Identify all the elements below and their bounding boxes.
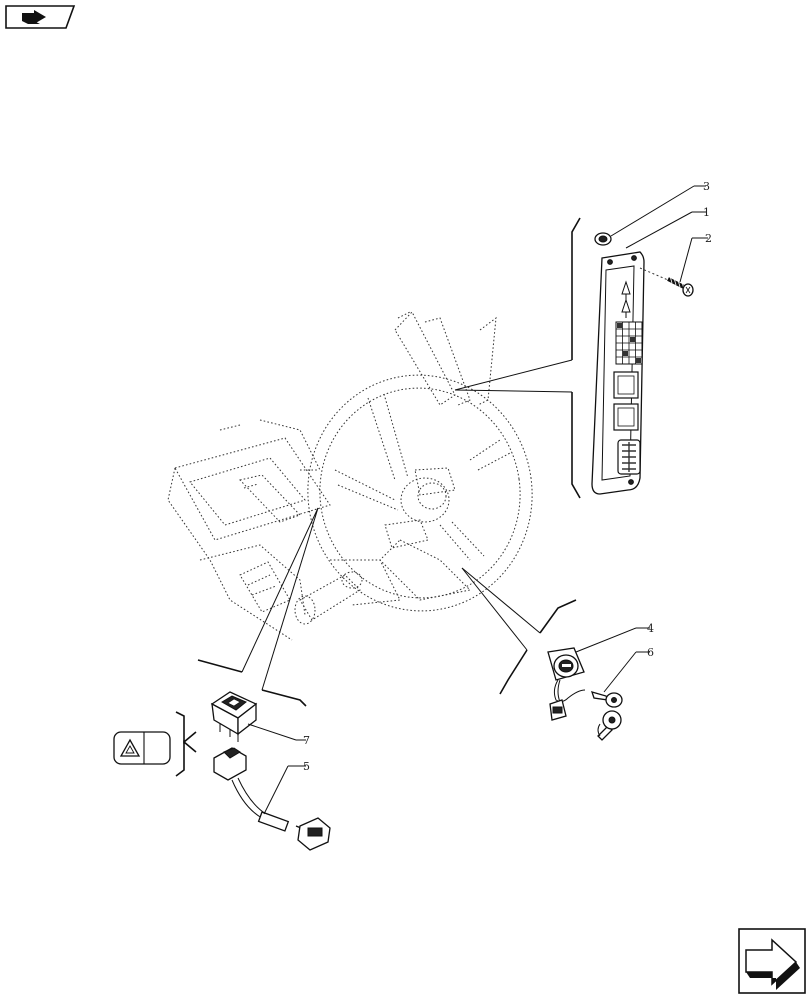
callout-4: 4 (647, 622, 654, 635)
callout-2: 2 (705, 232, 712, 245)
callout-leaders (247, 185, 708, 815)
nut-part (594, 232, 612, 246)
callout-6: 6 (647, 646, 654, 659)
callout-1: 1 (703, 206, 710, 219)
key-group-bracket (499, 599, 577, 695)
hazard-group-bracket (197, 659, 307, 707)
callout-7: 7 (303, 734, 310, 747)
next-page-button[interactable] (738, 928, 806, 994)
indicator-grid (615, 321, 643, 365)
connector-block (617, 439, 641, 475)
callout-5: 5 (303, 760, 310, 773)
ignition-switch-part (547, 647, 586, 721)
steering-assembly-context (167, 311, 533, 641)
hazard-symbol-bracket (175, 711, 197, 777)
prev-page-button[interactable] (4, 4, 76, 30)
next-page-arrow-icon (745, 938, 800, 990)
prev-page-arrow-icon (22, 10, 46, 24)
hazard-warning-triangle-icon (119, 738, 141, 757)
hazard-symbol-box (113, 731, 171, 765)
leader-lines (241, 359, 573, 691)
keys-part (590, 691, 623, 741)
screw-part (639, 267, 694, 297)
callout-3: 3 (703, 180, 710, 193)
instrument-panel-part (591, 251, 645, 495)
rocker-switch-part (210, 691, 258, 742)
panel-group-bracket (571, 217, 581, 499)
wiring-harness-part (213, 747, 331, 851)
